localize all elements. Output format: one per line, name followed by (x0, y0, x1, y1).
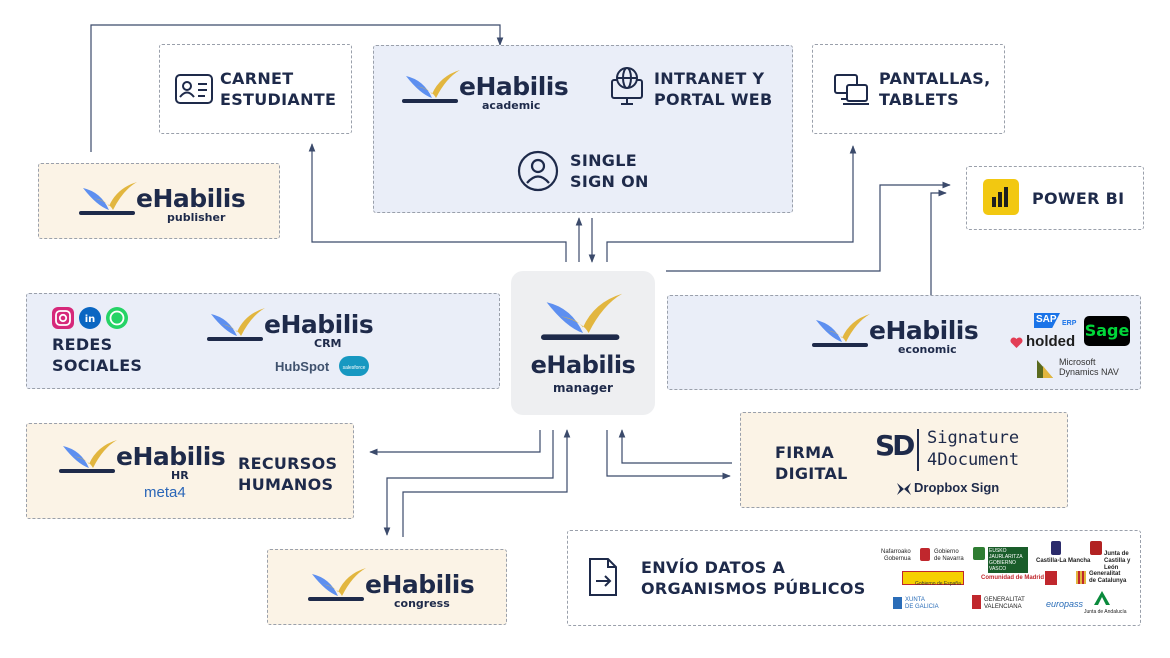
sage-logo: Sage (1084, 316, 1130, 346)
module-subtitle: HR (171, 469, 189, 482)
manager-name: eHabilis (530, 351, 636, 379)
hubspot-logo: HubSpot (275, 359, 330, 374)
crm-panel: in REDES SOCIALES eHabilis CRM HubSpot s… (26, 293, 500, 389)
module-subtitle: publisher (167, 211, 226, 224)
hr-box: eHabilis HR meta4 RECURSOS HUMANOS (26, 423, 354, 519)
dynamics-icon (1037, 360, 1053, 378)
sap-erp-label: ERP (1062, 320, 1077, 327)
module-subtitle: economic (898, 343, 957, 356)
user-circle-icon (517, 150, 559, 192)
org-catalunya-flag (1076, 571, 1086, 584)
firma-box: FIRMA DIGITAL SD Signature 4Document Dro… (740, 412, 1068, 508)
module-name: eHabilis (264, 310, 374, 339)
org-vasco-crest (973, 547, 985, 560)
file-export-icon (589, 558, 617, 596)
org-comunidad-madrid: Comunidad de Madrid (981, 575, 1044, 581)
rrhh-label: RECURSOS HUMANOS (238, 454, 338, 494)
module-subtitle: congress (394, 597, 450, 610)
org-gobierno-espana: Gobierno de España (902, 571, 964, 587)
signature4document-mark: SD (875, 429, 915, 462)
carnet-label: CARNET ESTUDIANTE (220, 69, 337, 109)
intranet-label: INTRANET Y PORTAL WEB (654, 69, 773, 109)
ehabilis-publisher-logo: eHabilis publisher (79, 180, 249, 225)
org-gobierno-vasco: EUSKO JAURLARITZA GOBIERNO VASCO (988, 547, 1028, 573)
module-name: eHabilis (116, 442, 226, 471)
economic-panel: eHabilis economic SAP ERP Sage holded Mi… (667, 295, 1141, 390)
module-name: eHabilis (136, 184, 246, 213)
ehabilis-check-icon (207, 308, 265, 341)
module-name: eHabilis (365, 570, 475, 599)
org-galicia-crest (893, 597, 902, 609)
redes-label: REDES SOCIALES (52, 335, 143, 375)
org-castilla-la-mancha: Castilla-La Mancha (1036, 558, 1091, 564)
meta4-logo: meta4 (144, 484, 186, 501)
ehabilis-hr-logo: eHabilis HR (59, 438, 229, 483)
ehabilis-check-icon (79, 182, 137, 215)
instagram-icon (52, 307, 74, 329)
whatsapp-icon (106, 307, 128, 329)
firma-label: FIRMA DIGITAL (775, 443, 848, 483)
ehabilis-economic-logo: eHabilis economic (812, 312, 982, 357)
module-name: eHabilis (459, 72, 569, 101)
dropbox-sign-logo: Dropbox Sign (914, 480, 1000, 495)
ehabilis-manager-hub: eHabilis manager (511, 271, 655, 415)
ehabilis-check-icon (402, 70, 460, 103)
pantallas-box: PANTALLAS, TABLETS (812, 44, 1005, 134)
org-castilla-y-leon: Junta de Castilla y León (1104, 551, 1131, 571)
org-clm-crest (1051, 541, 1061, 555)
powerbi-label: POWER BI (1032, 189, 1125, 208)
heart-icon (1010, 337, 1023, 348)
org-navarra-crest (920, 548, 930, 561)
org-navarra-es: Gobierno de Navarra (934, 549, 964, 562)
andalucia-a-icon (1094, 591, 1110, 605)
dropbox-icon (897, 483, 911, 495)
module-subtitle: academic (482, 99, 541, 112)
signature4document-logo: Signature 4Document (927, 428, 1020, 470)
academic-panel: eHabilis academic INTRANET Y PORTAL WEB … (373, 45, 793, 213)
module-name: eHabilis (869, 316, 979, 345)
ehabilis-academic-logo: eHabilis academic (402, 68, 572, 113)
ehabilis-congress-logo: eHabilis congress (308, 566, 478, 611)
linkedin-icon: in (79, 307, 101, 329)
id-card-icon (175, 74, 213, 104)
org-generalitat-valenciana: GENERALITAT VALENCIANA (984, 597, 1025, 610)
globe-monitor-icon (611, 67, 643, 105)
sap-logo: SAP (1034, 313, 1060, 328)
org-navarra-eu: Nafarroako Gobernua (881, 549, 911, 562)
module-subtitle: CRM (314, 337, 342, 350)
org-cyl-crest (1090, 541, 1102, 555)
devices-icon (834, 74, 869, 105)
org-junta-andalucia: Junta de Andalucía (1084, 609, 1127, 615)
org-madrid-flag (1045, 571, 1057, 585)
congress-box: eHabilis congress (267, 549, 507, 625)
envio-label: ENVÍO DATOS A ORGANISMOS PÚBLICOS (641, 558, 866, 598)
powerbi-box: POWER BI (966, 166, 1144, 230)
manager-subtitle: manager (553, 381, 613, 395)
carnet-box: CARNET ESTUDIANTE (159, 44, 352, 134)
dynamics-logo: Microsoft Dynamics NAV (1059, 357, 1119, 377)
ehabilis-crm-logo: eHabilis CRM (207, 306, 377, 351)
org-europass: europass (1046, 599, 1084, 609)
ehabilis-check-icon (541, 293, 623, 340)
sso-label: SINGLE SIGN ON (570, 151, 649, 191)
org-generalitat-catalunya: Generalitat de Catalunya (1089, 571, 1127, 584)
org-valenciana-crest (972, 595, 981, 609)
pantallas-label: PANTALLAS, TABLETS (879, 69, 991, 109)
salesforce-logo: salesforce (339, 356, 369, 376)
svg-text:in: in (85, 314, 96, 325)
holded-logo: holded (1026, 333, 1076, 350)
signature4document-divider (917, 429, 919, 471)
powerbi-icon (983, 179, 1019, 215)
envio-datos-box: ENVÍO DATOS A ORGANISMOS PÚBLICOS Nafarr… (567, 530, 1141, 626)
ehabilis-check-icon (59, 440, 117, 473)
publisher-box: eHabilis publisher (38, 163, 280, 239)
ehabilis-check-icon (812, 314, 870, 347)
org-xunta-galicia: XUNTA DE GALICIA (905, 597, 939, 610)
ehabilis-check-icon (308, 568, 366, 601)
